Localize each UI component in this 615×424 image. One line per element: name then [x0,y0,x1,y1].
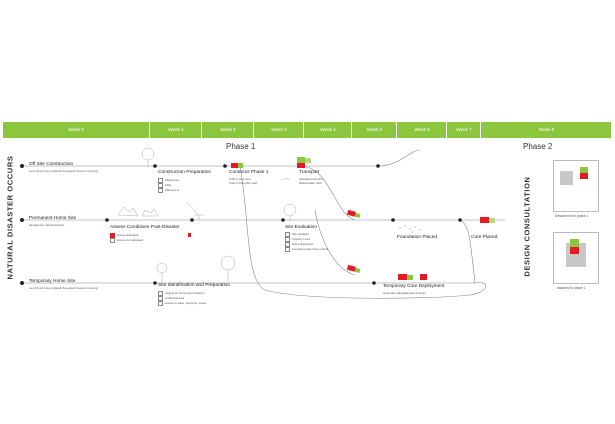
phase-2-label: Phase 2 [523,142,553,151]
assess-title: Assess Conditions Post-Disaster [110,225,180,230]
permanent-title: Permanent Home Site [29,216,77,221]
construction-prep-title: Construction Preparation [158,170,212,175]
phase-1-label: Phase 1 [226,142,256,151]
week-7: Week 7 [446,122,481,138]
site-eval-item: Property Lines [285,237,310,242]
site-ident-title: Site Identification and Preparation [158,283,231,288]
node-temporary [20,281,24,285]
construct-phase1-item: Units 1 (wet core) [229,177,251,181]
module-green [238,163,243,168]
foundation-title: Foundation Placed [397,235,438,240]
week-1: Week 1 [149,122,202,138]
site-ident-item: residential area [158,296,184,301]
temp-core-sub: temporary adjustable jack footings [383,291,426,295]
week-0: Week 0 [68,127,84,132]
week-3: Week 3 [253,122,304,138]
week-2: Week 2 [201,122,254,138]
site-eval-item: Home Expansion [285,242,313,247]
attached-green-block [570,239,579,247]
detached-red-block [580,173,588,179]
site-ident-item: staging for homes and transport [158,291,205,296]
attached-option-card [553,232,599,284]
detached-grey-block [560,171,573,185]
site-ident-item: access to water, electricity, sewer [158,301,206,306]
detached-option-card [553,160,599,212]
temporary-title: Temporary Home Site [29,279,76,284]
node-permanent [20,218,24,222]
timeline-bar: Week 0 Week 1 Week 2 Week 3 Week 4 Week … [3,122,611,138]
temp-core-title: Temporary Core Deployment [383,284,445,289]
attached-caption: Attached to phase 1 [557,286,586,290]
permanent-sub: damaged by natural disaster [29,223,65,227]
week-5: Week 5 [351,122,397,138]
offsite-sub: out of flood zone (outlined throughout C… [29,169,99,173]
week-6: Week 6 [396,122,447,138]
construction-prep-item: Warehouse [158,178,179,183]
assess-item: Homes damaged [110,233,138,238]
construct-phase1-item: Units 2 (living/flex pod) [229,181,258,185]
attached-red-block [570,247,579,254]
assess-item: Homes not damaged [110,238,143,243]
module-red [231,163,238,168]
week-8: Week 8 [480,122,612,138]
core-title: Core Placed [471,235,498,240]
detached-caption: Detached from phase 1 [555,214,589,218]
offsite-title: Off Site Construction [29,162,74,167]
construction-prep-item: Flats [158,183,171,188]
detached-green-block [580,167,588,173]
transport-sub: standard truck with flatbed trailer hitc… [299,177,323,185]
transport-title: Transport [299,170,320,175]
temporary-sub: out of flood zone (outlined throughout C… [29,286,99,290]
node-offsite [20,164,24,168]
site-eval-title: Site Evaluation [285,225,317,230]
site-eval-item: Site setbacks [285,232,309,237]
week-4: Week 4 [303,122,352,138]
site-eval-item: Complementary home retrofit [285,247,328,252]
construct-phase1-title: Construct Phase 1 [229,170,269,175]
construction-prep-item: Parking Lot [158,188,179,193]
